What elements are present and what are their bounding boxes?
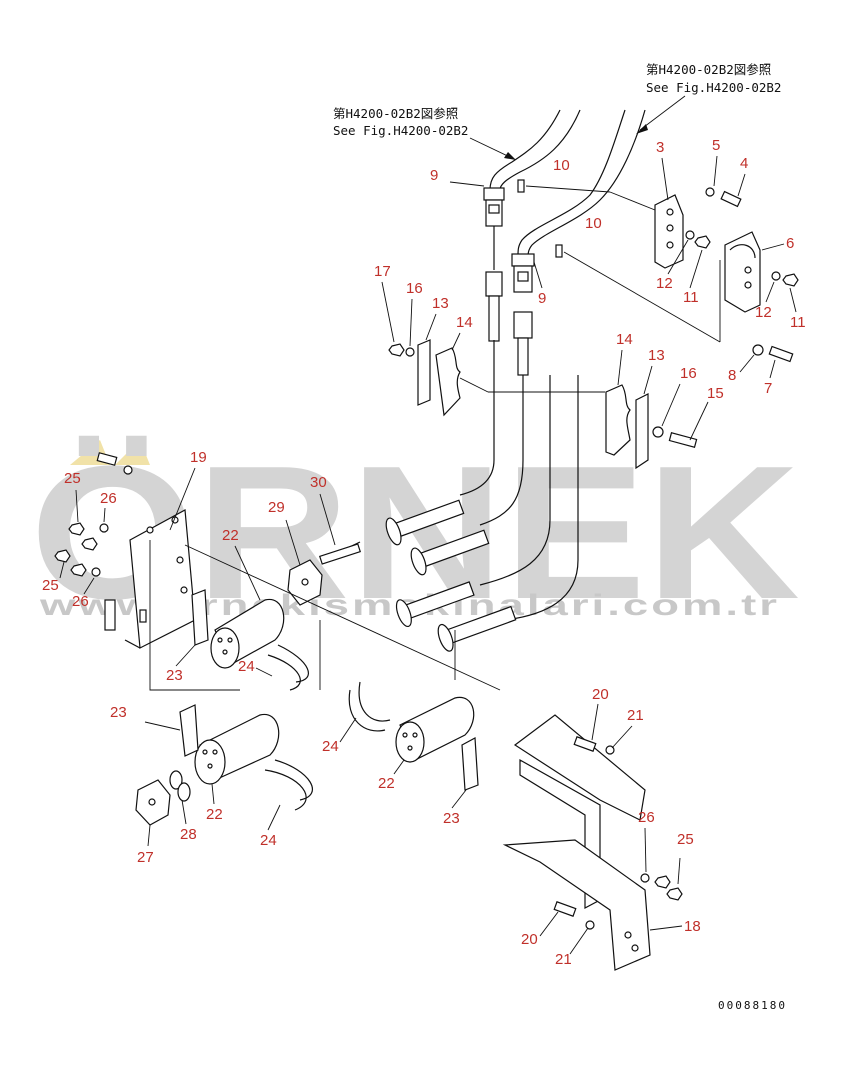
reference-left-line2: See Fig.H4200-02B2 bbox=[333, 123, 468, 138]
reference-right: 第H4200-02B2図参照 See Fig.H4200-02B2 bbox=[636, 62, 781, 134]
fasteners-left bbox=[54, 452, 133, 631]
callout: 18 bbox=[684, 918, 701, 935]
callout: 22 bbox=[378, 775, 395, 792]
hose-fitting-lower bbox=[511, 253, 535, 376]
reference-left-line1: 第H4200-02B2図参照 bbox=[333, 106, 458, 121]
parts-27-28 bbox=[135, 770, 191, 826]
assembly-lines bbox=[149, 540, 501, 691]
reference-right-line2: See Fig.H4200-02B2 bbox=[646, 80, 781, 95]
callout: 29 bbox=[268, 499, 285, 516]
callout: 11 bbox=[683, 289, 699, 306]
motor-lower-left bbox=[179, 704, 313, 811]
callout: 14 bbox=[456, 314, 473, 331]
callout: 28 bbox=[180, 826, 197, 843]
callout: 12 bbox=[656, 275, 673, 292]
fasteners-upper-right bbox=[685, 187, 799, 363]
callout: 7 bbox=[764, 380, 772, 397]
callout: 15 bbox=[707, 385, 724, 402]
callout: 17 bbox=[374, 263, 391, 280]
callout: 9 bbox=[538, 290, 546, 307]
callout: 21 bbox=[555, 951, 572, 968]
callout: 19 bbox=[190, 449, 207, 466]
callout: 4 bbox=[740, 155, 748, 172]
callout: 13 bbox=[648, 347, 665, 364]
callout: 24 bbox=[260, 832, 277, 849]
callout: 16 bbox=[680, 365, 697, 382]
drawing-code: 00088180 bbox=[718, 999, 787, 1012]
callout: 20 bbox=[592, 686, 609, 703]
callout: 23 bbox=[110, 704, 127, 721]
motor-lower-right bbox=[348, 681, 479, 791]
callout: 10 bbox=[585, 215, 602, 232]
bracket-3 bbox=[609, 191, 684, 269]
callout: 14 bbox=[616, 331, 633, 348]
callout: 12 bbox=[755, 304, 772, 321]
motor-upper bbox=[191, 541, 362, 669]
bracket-6 bbox=[719, 231, 761, 342]
upper-tubes bbox=[489, 109, 646, 259]
callout: 23 bbox=[166, 667, 183, 684]
callout: 26 bbox=[100, 490, 117, 507]
hoses bbox=[459, 340, 579, 621]
callout: 30 bbox=[310, 474, 327, 491]
pins-10 bbox=[517, 179, 721, 343]
callout: 8 bbox=[728, 367, 736, 384]
u-bolt-upper bbox=[267, 644, 309, 691]
reference-right-line1: 第H4200-02B2図参照 bbox=[646, 62, 771, 77]
hose-ends bbox=[385, 499, 517, 652]
callout: 24 bbox=[322, 738, 339, 755]
callout: 25 bbox=[64, 470, 81, 487]
callout: 26 bbox=[638, 809, 655, 826]
callout: 25 bbox=[42, 577, 59, 594]
callouts: 3 4 5 6 7 8 9 9 10 10 11 11 12 12 13 13 … bbox=[42, 137, 806, 968]
callout: 6 bbox=[786, 235, 794, 252]
clamps-left bbox=[388, 339, 605, 417]
reference-left: 第H4200-02B2図参照 See Fig.H4200-02B2 bbox=[333, 106, 516, 160]
callout: 22 bbox=[206, 806, 223, 823]
callout: 22 bbox=[222, 527, 239, 544]
callout: 21 bbox=[627, 707, 644, 724]
callout: 9 bbox=[430, 167, 438, 184]
clamps-right bbox=[605, 384, 698, 470]
callout: 5 bbox=[712, 137, 720, 154]
callout: 10 bbox=[553, 157, 570, 174]
callout: 23 bbox=[443, 810, 460, 827]
callout: 16 bbox=[406, 280, 423, 297]
frame-bracket-18 bbox=[502, 714, 683, 971]
callout: 3 bbox=[656, 139, 664, 156]
hose-fitting-upper bbox=[483, 187, 505, 342]
callout: 11 bbox=[790, 314, 806, 331]
callout: 27 bbox=[137, 849, 154, 866]
callout: 25 bbox=[677, 831, 694, 848]
callout: 26 bbox=[72, 593, 89, 610]
callout: 20 bbox=[521, 931, 538, 948]
callout: 24 bbox=[238, 658, 255, 675]
callout: 13 bbox=[432, 295, 449, 312]
